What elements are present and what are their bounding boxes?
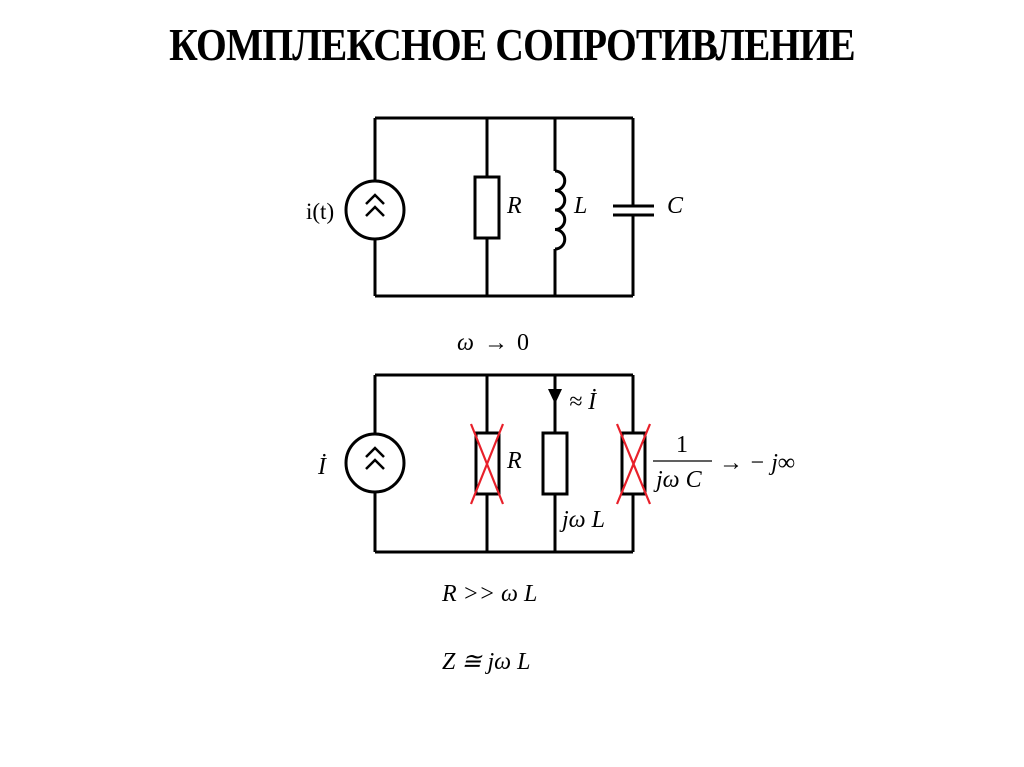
resistor-label-bottom: R: [506, 448, 522, 474]
double-chevron-up-icon: [365, 446, 385, 470]
capacitor-denominator: jω C: [653, 467, 703, 493]
inductor-label-top: L: [573, 193, 587, 219]
current-arrow-icon: [548, 389, 562, 404]
inductor-impedance-label: jω L: [559, 507, 605, 533]
omega-symbol: ω: [457, 330, 474, 356]
crossed-out-marks: [469, 423, 652, 505]
frequency-condition: ω → 0: [457, 330, 529, 356]
inductor-icon: [554, 169, 567, 251]
capacitor-limit: → − j∞: [719, 450, 795, 476]
double-chevron-up-icon: [365, 193, 385, 217]
slide-title: КОМПЛЕКСНОЕ СОПРОТИВЛЕНИЕ: [169, 19, 856, 70]
inductor-impedance-icon: [541, 431, 569, 496]
limit-value: 0: [517, 330, 529, 356]
capacitor-icon: [613, 204, 654, 217]
source-label-bottom: İ: [317, 454, 327, 480]
resistor-cross-icon: [469, 423, 505, 505]
source-label-top: i(t): [306, 199, 334, 224]
capacitor-cross-icon: [615, 423, 652, 505]
result-equation: Z ≅ jω L: [442, 649, 530, 675]
current-source-icon: [344, 432, 406, 494]
current-source-icon: [344, 179, 406, 241]
resistor-icon: [473, 175, 501, 240]
resistor-label-top: R: [506, 193, 522, 219]
top-circuit: [344, 116, 654, 298]
arrow-symbol: →: [484, 330, 508, 356]
current-label: ≈ İ: [569, 389, 597, 415]
capacitor-label-top: C: [667, 193, 684, 219]
bottom-circuit: [344, 373, 712, 554]
capacitor-numerator: 1: [676, 432, 688, 458]
inequality-equation: R >> ω L: [441, 581, 537, 607]
